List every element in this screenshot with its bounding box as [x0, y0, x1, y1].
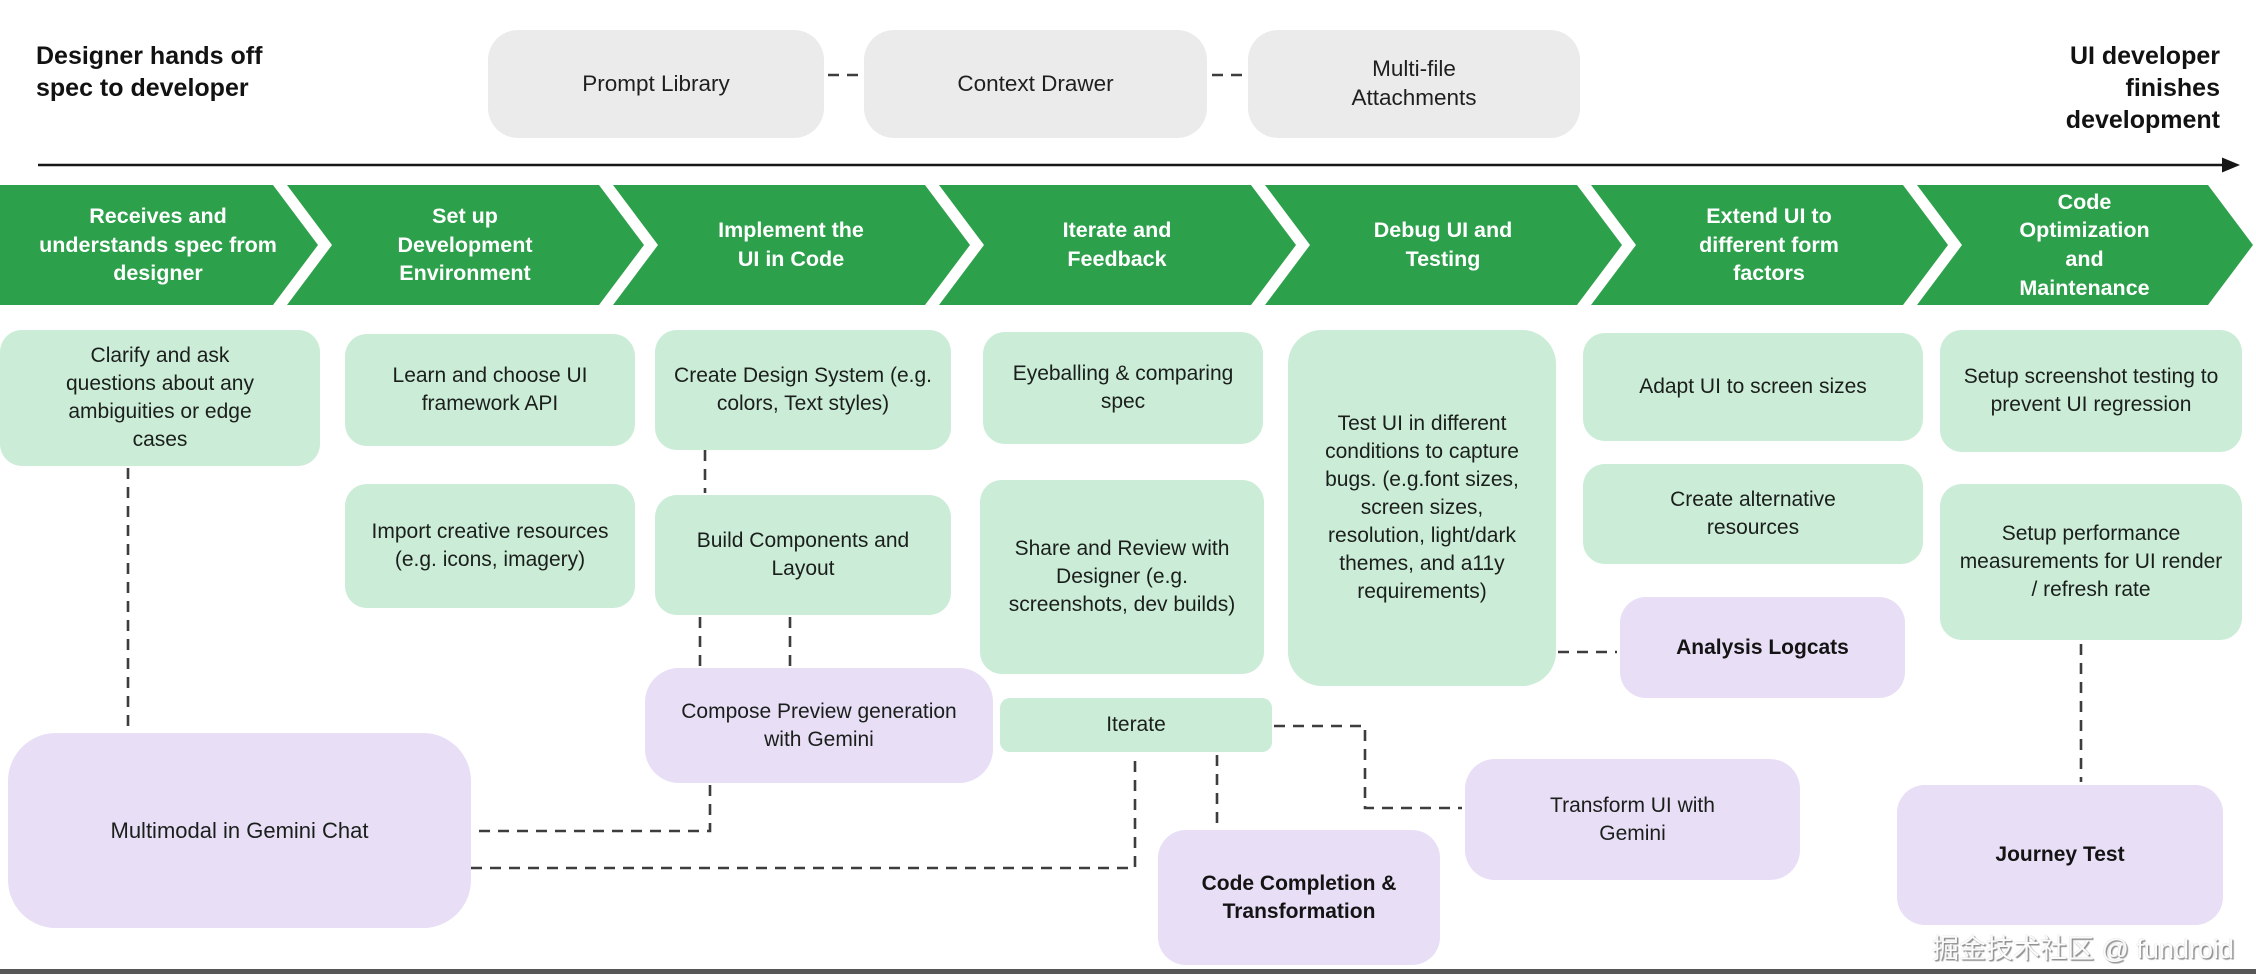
- task-performance-measurements: Setup performance measurements for UI re…: [1940, 484, 2242, 640]
- right-title: UI developer finishes development: [2065, 42, 2220, 134]
- phase-6-extend-ui: Extend UI to different form factors: [1699, 204, 1839, 286]
- gemini-analysis-logcats: Analysis Logcats: [1620, 597, 1905, 698]
- watermark: 掘金技术社区 @ fundroid: [1932, 934, 2234, 964]
- connector-iterate-transformui: [1274, 724, 1462, 810]
- task-import-resources: Import creative resources (e.g. icons, i…: [345, 484, 635, 608]
- phase-7-code-optimization: Code Optimization and Maintenance: [2019, 189, 2150, 300]
- task-clarify-questions: Clarify and ask questions about any ambi…: [0, 330, 320, 466]
- timeline-arrowhead-icon: [2222, 157, 2240, 173]
- phase-chevron-5: [1265, 185, 1622, 305]
- phase-chevron-6: [1591, 185, 1948, 305]
- gemini-code-completion: Code Completion & Transformation: [1158, 830, 1440, 965]
- gemini-transform-ui: Transform UI with Gemini: [1465, 759, 1800, 880]
- task-iterate: Iterate: [1000, 698, 1272, 752]
- task-share-review: Share and Review with Designer (e.g. scr…: [980, 480, 1264, 674]
- phase-4-iterate-feedback: Iterate and Feedback: [1062, 218, 1172, 271]
- phase-chevron-2: [287, 185, 644, 305]
- gemini-multimodal-chat: Multimodal in Gemini Chat: [8, 733, 471, 928]
- pill-prompt-library: Prompt Library: [488, 30, 824, 138]
- phase-3-implement-ui: Implement the UI in Code: [718, 218, 864, 271]
- task-test-ui-conditions: Test UI in different conditions to captu…: [1288, 330, 1556, 686]
- phase-5-debug-testing: Debug UI and Testing: [1373, 218, 1513, 271]
- phase-chevron-7: [1917, 185, 2253, 305]
- task-adapt-screen-sizes: Adapt UI to screen sizes: [1583, 333, 1923, 441]
- task-eyeballing: Eyeballing & comparing spec: [983, 332, 1263, 444]
- gemini-journey-test: Journey Test: [1897, 785, 2223, 925]
- phase-chevron-1: [0, 185, 318, 305]
- connector-compose-multimodal: [471, 785, 712, 833]
- gemini-compose-preview: Compose Preview generation with Gemini: [645, 668, 993, 783]
- task-design-system: Create Design System (e.g. colors, Text …: [655, 330, 951, 450]
- pill-multifile-attachments: Multi-file Attachments: [1248, 30, 1580, 138]
- bottom-divider: [0, 969, 2256, 974]
- task-screenshot-testing: Setup screenshot testing to prevent UI r…: [1940, 330, 2242, 452]
- phase-2-setup-environment: Set up Development Environment: [397, 204, 533, 286]
- task-learn-framework: Learn and choose UI framework API: [345, 334, 635, 446]
- task-build-components: Build Components and Layout: [655, 495, 951, 615]
- phase-chevron-3: [613, 185, 970, 305]
- phase-1-receives-spec: Receives and understands spec from desig…: [39, 204, 277, 286]
- pill-context-drawer: Context Drawer: [864, 30, 1207, 138]
- task-create-alt-resources: Create alternative resources: [1583, 464, 1923, 564]
- phase-chevron-4: [939, 185, 1296, 305]
- left-title: Designer hands off spec to developer: [36, 42, 263, 102]
